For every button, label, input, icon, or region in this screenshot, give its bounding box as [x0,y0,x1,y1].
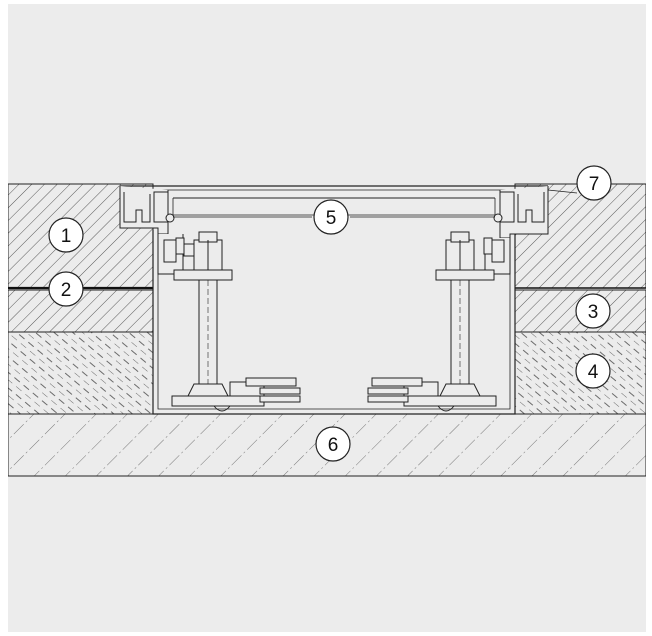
callout-6: 6 [315,426,351,462]
svg-text:7: 7 [589,174,600,195]
svg-text:3: 3 [588,302,599,323]
drawing-canvas: 1 2 3 4 5 6 7 [8,4,646,632]
cross-section-drawing: 1 2 3 4 5 6 7 [8,165,646,477]
callouts: 1 2 3 4 5 6 7 [48,165,612,462]
cover-plate [120,185,548,216]
frame-profile-right [483,186,549,275]
svg-text:4: 4 [588,362,599,383]
callout-1: 1 [48,217,84,253]
callout-7: 7 [576,165,612,201]
svg-text:2: 2 [61,280,72,301]
leader-lines [173,189,578,218]
floor-box [152,230,516,415]
callout-3: 3 [575,293,611,329]
callout-4: 4 [575,353,611,389]
svg-text:5: 5 [326,208,337,229]
levelling-foot-left [171,231,301,412]
levelling-foot-right [367,231,497,412]
svg-text:6: 6 [328,435,339,456]
frame-profile-left [119,186,199,275]
svg-text:1: 1 [61,226,72,247]
callout-2: 2 [48,271,84,307]
callout-5: 5 [313,199,349,235]
insulation-layer-left [8,331,154,415]
